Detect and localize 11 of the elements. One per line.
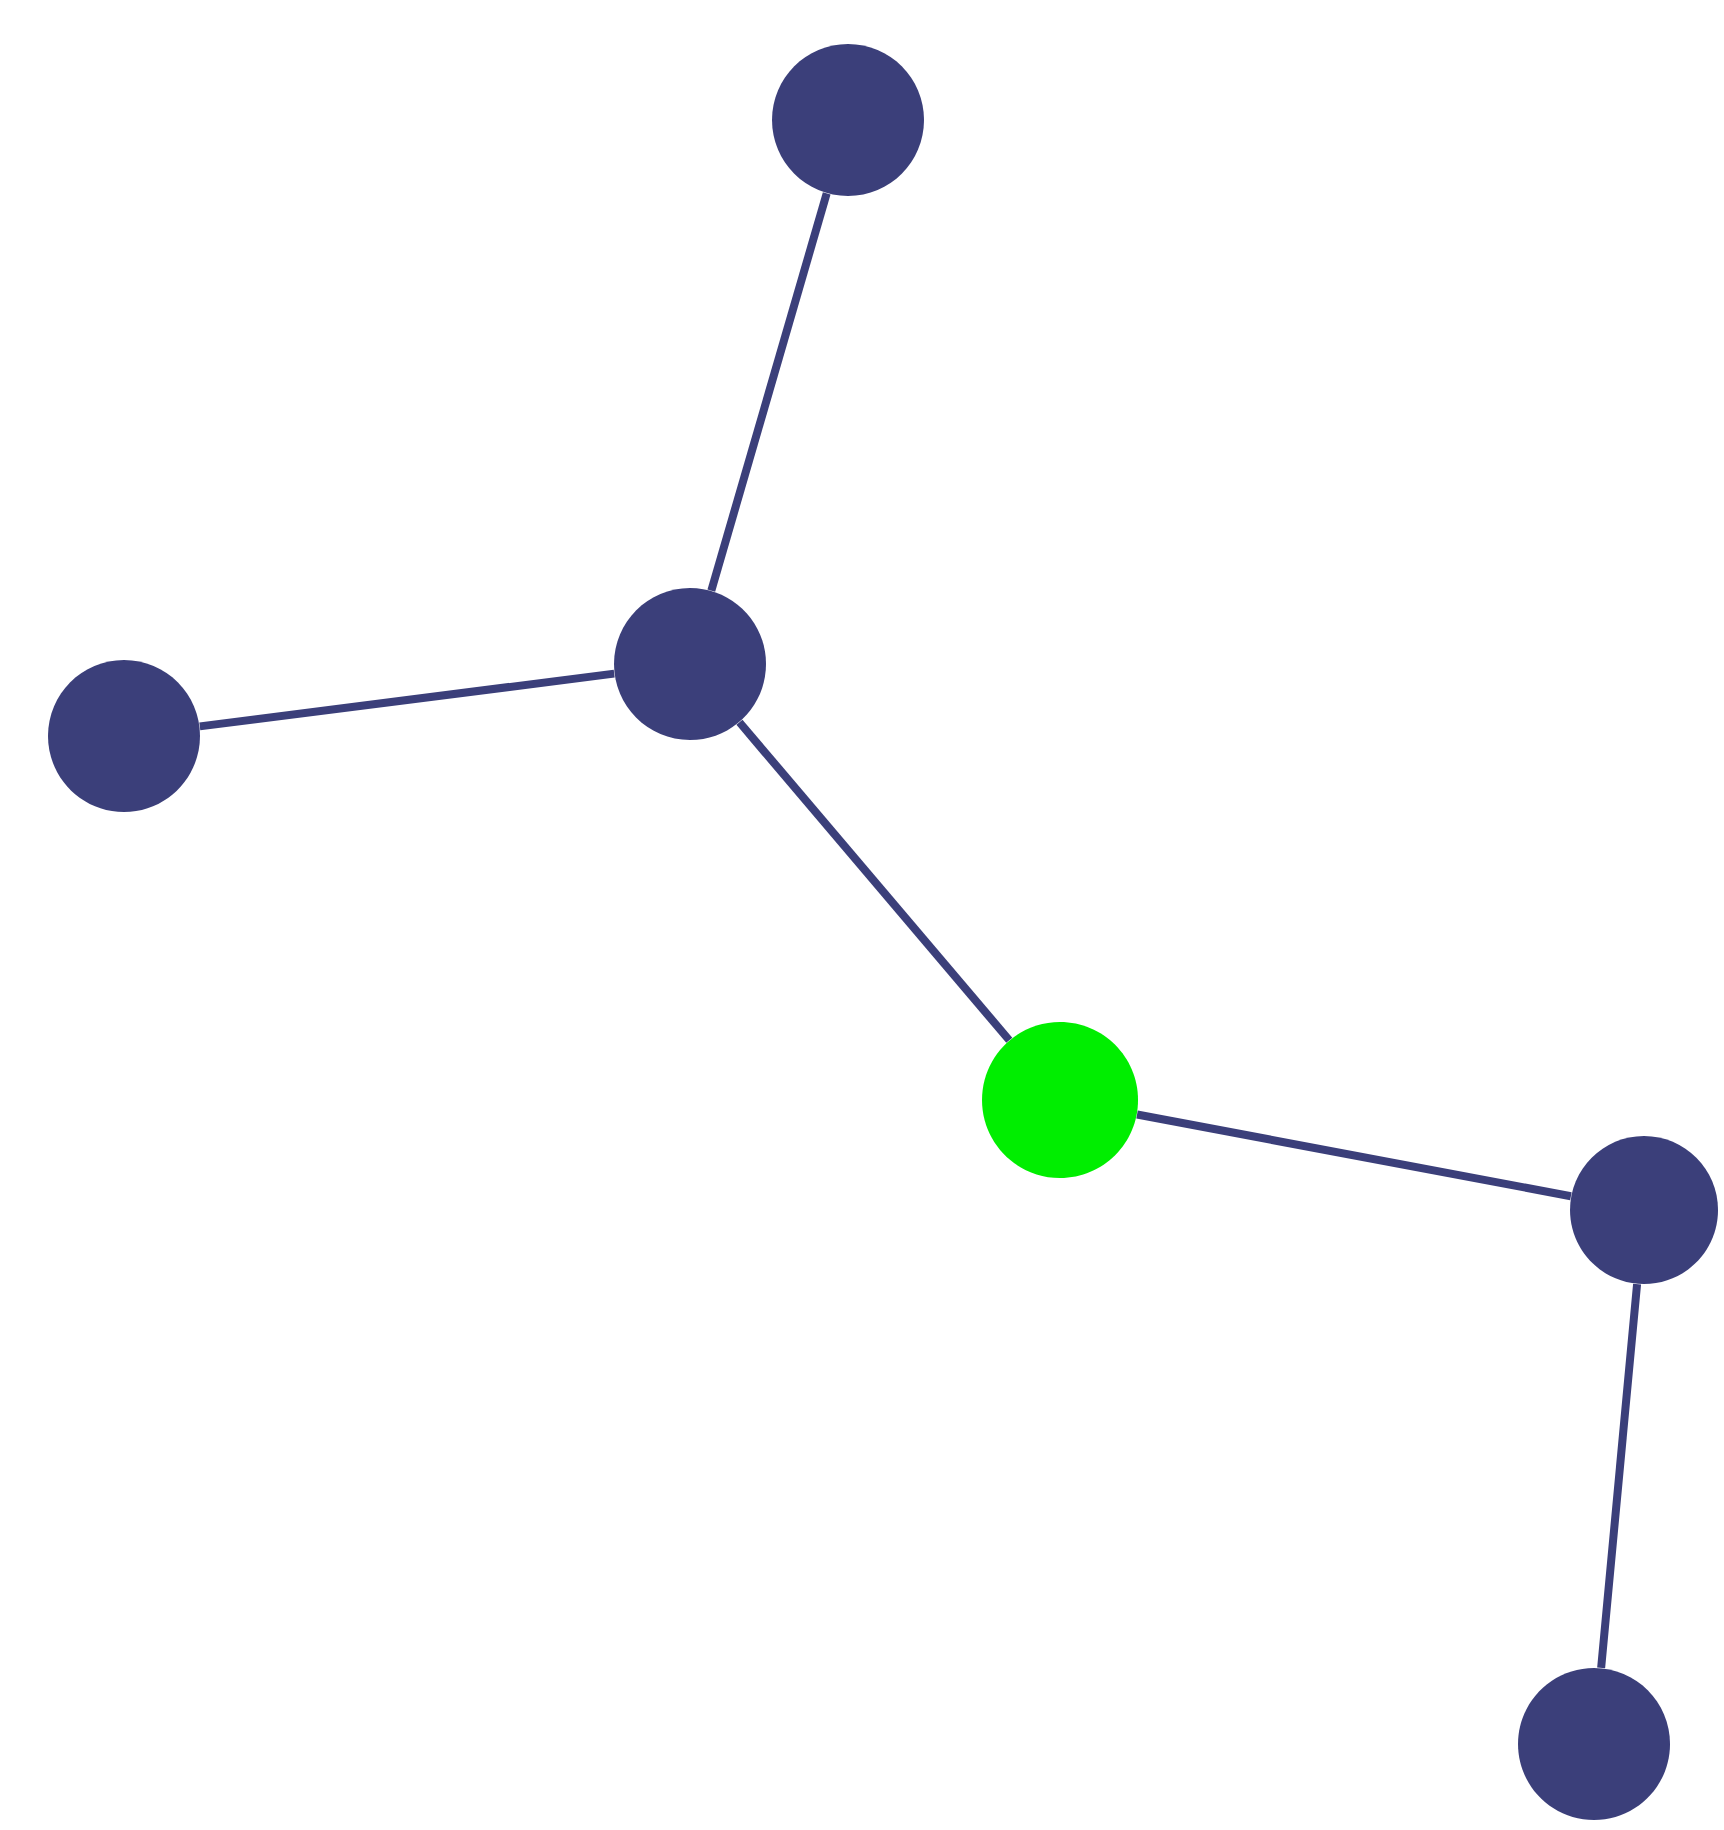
node-circle [1570, 1136, 1718, 1284]
edge-line [736, 719, 1013, 1043]
edge-line [1597, 1283, 1642, 1669]
node-circle [48, 660, 200, 812]
node-circle [1518, 1668, 1670, 1820]
edge-line [707, 192, 831, 592]
node-circle [614, 588, 766, 740]
edge-line [199, 669, 615, 731]
node-circle [982, 1022, 1138, 1178]
node-circle [772, 44, 924, 196]
edge-line [1136, 1110, 1572, 1201]
